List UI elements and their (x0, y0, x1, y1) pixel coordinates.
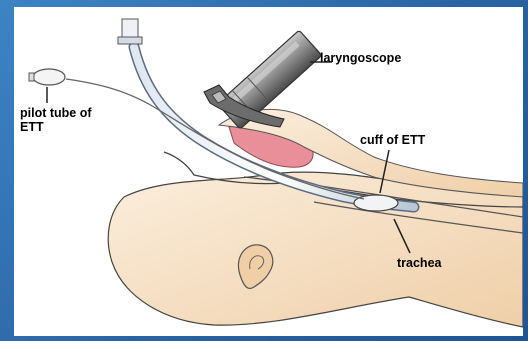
intubation-illustration (14, 7, 523, 336)
label-cuff: cuff of ETT (360, 133, 425, 147)
ett-cuff (354, 195, 398, 211)
ett-connector (118, 19, 142, 44)
label-pilot-tube-line1: pilot tube of (20, 106, 92, 120)
diagram-panel: laryngoscope pilot tube of ETT cuff of E… (14, 7, 523, 336)
head-silhouette (108, 172, 523, 327)
label-laryngoscope: laryngoscope (320, 51, 401, 65)
label-pilot-tube-line2: ETT (20, 120, 44, 134)
label-trachea: trachea (397, 256, 441, 270)
pilot-balloon-icon (29, 69, 65, 85)
